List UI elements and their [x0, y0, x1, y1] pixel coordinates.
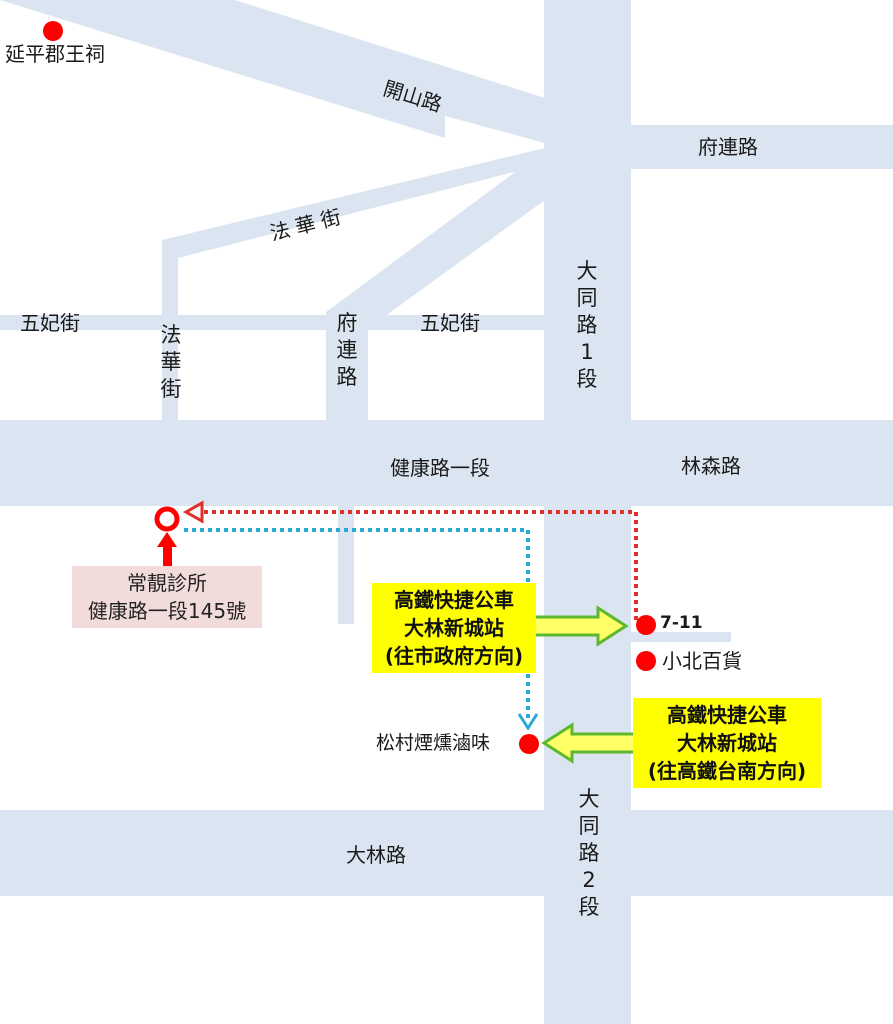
place-label-xiaobei: 小北百貨	[662, 649, 742, 673]
bus-stop-hsr-line1: 高鐵快捷公車	[667, 703, 787, 727]
seven-eleven-marker	[636, 615, 656, 635]
clinic-address: 健康路一段145號	[87, 599, 247, 623]
route-blue-dotted	[184, 528, 530, 718]
clinic-name: 常靚診所	[127, 571, 207, 595]
road-label-linsen: 林森路	[681, 454, 741, 478]
bus-stop-hsr-box: 高鐵快捷公車 大林新城站 (往高鐵台南方向)	[633, 698, 821, 788]
songcun-marker	[519, 734, 539, 754]
route-blue-arrowhead	[517, 713, 539, 731]
road-fulian-vertical	[326, 312, 368, 424]
place-label-yanping: 延平郡王祠	[5, 42, 105, 66]
road-fulian-diag	[326, 150, 545, 330]
road-label-fulian-vertical: 府連路	[336, 311, 358, 389]
yanping-marker	[43, 21, 63, 41]
road-wufei	[0, 315, 545, 330]
road-fahua-diag	[162, 148, 545, 258]
place-label-seven-eleven: 7-11	[660, 613, 703, 633]
place-label-songcun: 松村煙燻滷味	[376, 732, 491, 754]
road-label-datong-2: 大同路2段	[578, 787, 600, 919]
bus-stop-city-hall-box: 高鐵快捷公車 大林新城站 (往市政府方向)	[372, 583, 536, 673]
road-label-fahua-vertical: 法華街	[160, 323, 182, 401]
road-label-datong-1: 大同路1段	[576, 259, 598, 391]
bus-stop-hsr-line2: 大林新城站	[677, 731, 777, 755]
road-jiankang	[0, 420, 893, 506]
road-label-wufei-west: 五妃街	[20, 311, 80, 335]
road-label-fulian-east: 府連路	[698, 135, 758, 159]
xiaobei-marker	[636, 651, 656, 671]
clinic-info-box: 常靚診所 健康路一段145號	[72, 566, 262, 628]
arrow-to-songcun	[541, 722, 638, 764]
bus-stop-city-hall-line2: 大林新城站	[404, 616, 504, 640]
road-dalin	[0, 810, 893, 896]
bus-stop-city-hall-line3: (往市政府方向)	[384, 644, 524, 668]
road-label-dalin: 大林路	[346, 843, 406, 867]
arrow-to-seven-eleven	[532, 605, 629, 647]
clinic-arrow-head	[157, 532, 177, 547]
bus-stop-city-hall-line1: 高鐵快捷公車	[394, 588, 514, 612]
bus-stop-hsr-line3: (往高鐵台南方向)	[647, 759, 807, 783]
road-fulian-east	[631, 125, 893, 169]
road-label-jiankang: 健康路一段	[390, 456, 490, 480]
road-label-wufei-east: 五妃街	[420, 311, 480, 335]
road-lane	[338, 506, 354, 624]
road-fahua-vertical	[162, 244, 178, 424]
route-red-arrowhead	[182, 500, 204, 524]
route-red-dotted	[200, 510, 638, 620]
road-lane-east	[631, 632, 731, 642]
road-kaishan	[95, 0, 545, 143]
clinic-marker	[154, 506, 180, 532]
road-kaishan-west	[0, 0, 445, 138]
clinic-arrow-shaft	[163, 543, 172, 571]
